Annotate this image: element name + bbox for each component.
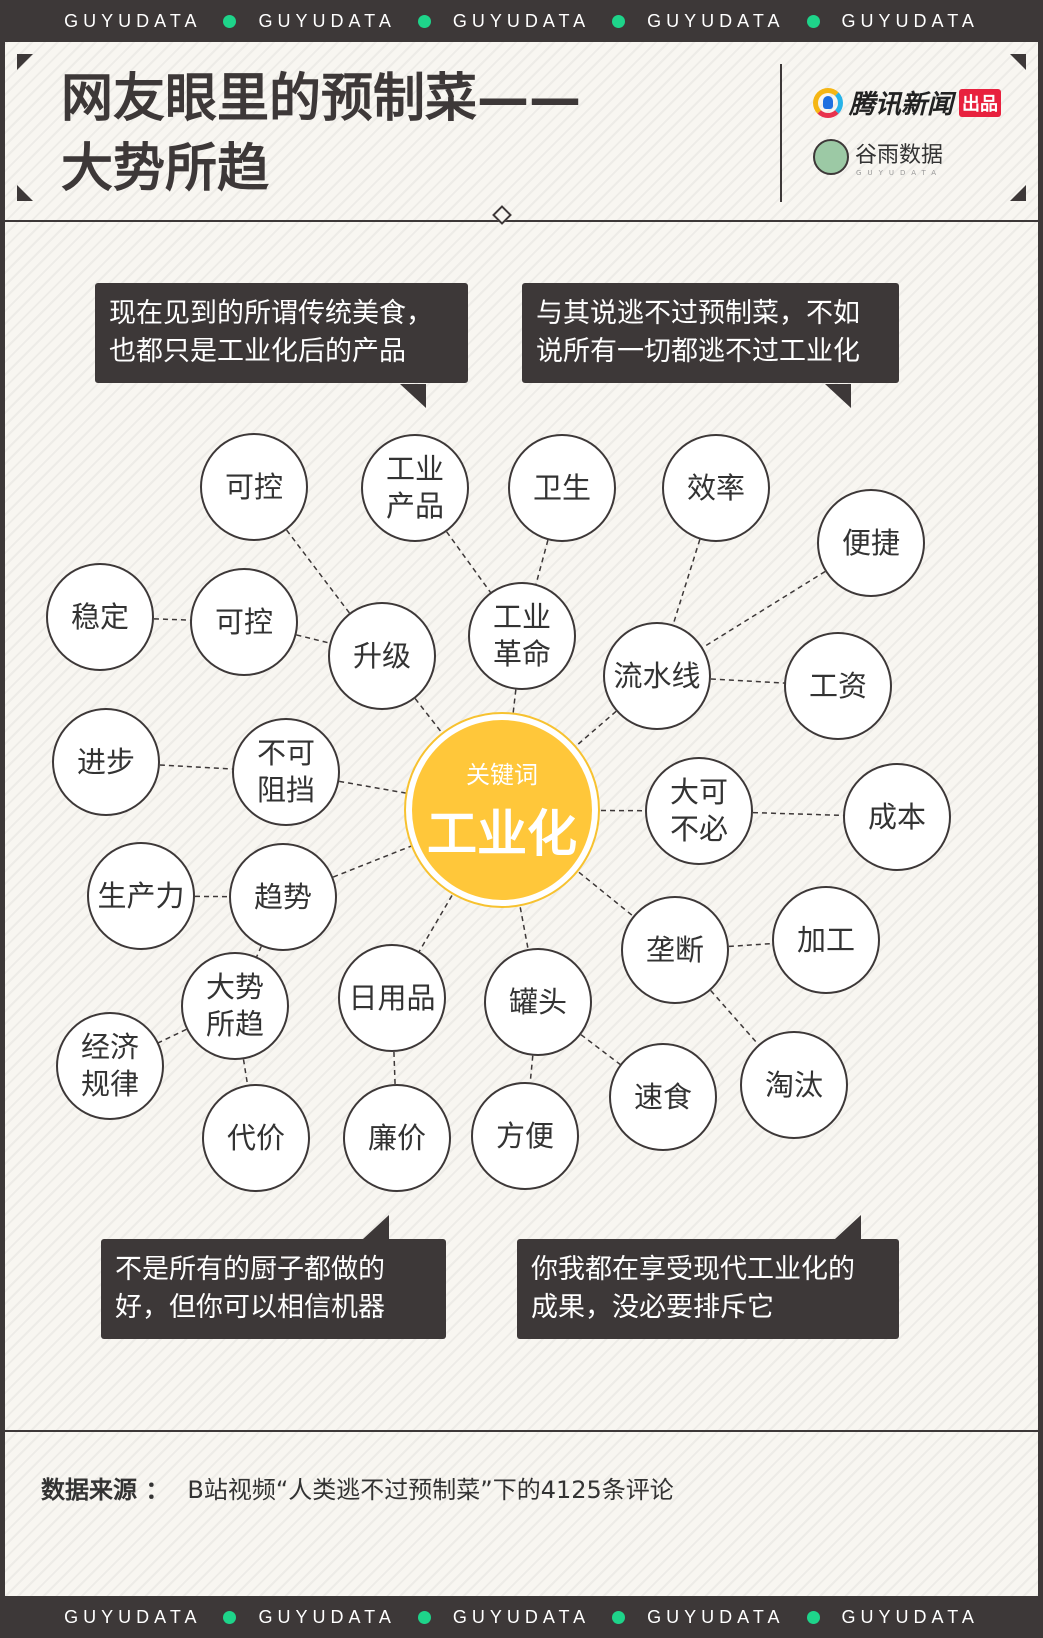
brand-text: GUYUDATA xyxy=(258,1606,396,1627)
brand-text: GUYUDATA xyxy=(452,10,591,31)
keyword-node: 速食 xyxy=(609,1043,717,1151)
dot-icon xyxy=(223,1610,237,1624)
tencent-logo-badge: 出品 xyxy=(959,88,1002,117)
header: 网友眼里的预制菜—— 大势所趋 腾讯新闻 出品 谷雨数据 GUYUDATA xyxy=(5,42,1038,222)
divider xyxy=(780,64,782,202)
keyword-node: 效率 xyxy=(662,434,770,542)
keyword-node: 可控 xyxy=(190,568,298,676)
dot-icon xyxy=(223,14,237,28)
dot-icon xyxy=(806,1610,820,1624)
corner-mark xyxy=(17,185,33,201)
keyword-node: 淘汰 xyxy=(740,1031,848,1139)
guyu-data-logo: 谷雨数据 GUYUDATA xyxy=(813,137,943,177)
quote-bubble: 不是所有的厨子都做的 好，但你可以相信机器 xyxy=(101,1239,446,1339)
keyword-node: 升级 xyxy=(328,602,436,710)
dot-icon xyxy=(417,1610,431,1624)
keyword-node: 廉价 xyxy=(343,1084,451,1192)
keyword-node: 成本 xyxy=(843,763,951,871)
brand-text: GUYUDATA xyxy=(64,10,202,31)
corner-mark xyxy=(1010,185,1026,201)
brand-text: GUYUDATA xyxy=(647,10,785,31)
brand-text: GUYUDATA xyxy=(452,1606,591,1627)
brand-text: GUYUDATA xyxy=(647,1606,785,1627)
infographic-panel: 网友眼里的预制菜—— 大势所趋 腾讯新闻 出品 谷雨数据 GUYUDATA 现在… xyxy=(5,42,1038,1596)
brand-bar-bottom: GUYUDATA GUYUDATA GUYUDATA GUYUDATA GUYUDATA xyxy=(0,1596,1043,1638)
quote-bubble: 你我都在享受现代工业化的 成果，没必要排斥它 xyxy=(517,1239,899,1339)
guyu-logo-text: 谷雨数据 xyxy=(855,143,944,168)
keyword-node: 便捷 xyxy=(817,489,925,597)
keyword-node: 流水线 xyxy=(603,622,711,730)
keyword-node: 工业 革命 xyxy=(468,582,576,690)
keyword-node: 日用品 xyxy=(338,944,446,1052)
center-keyword-node: 关键词 工业化 xyxy=(404,712,600,908)
keyword-node: 垄断 xyxy=(621,896,729,1004)
keyword-node: 工资 xyxy=(784,632,892,740)
keyword-node: 经济 规律 xyxy=(56,1012,164,1120)
source-text: B站视频“人类逃不过预制菜”下的4125条评论 xyxy=(187,1476,674,1504)
keyword-node: 工业 产品 xyxy=(361,434,469,542)
keyword-node: 代价 xyxy=(202,1084,310,1192)
keyword-node: 稳定 xyxy=(46,563,154,671)
keyword-node: 不可 阻挡 xyxy=(232,718,340,826)
dot-icon xyxy=(417,14,431,28)
connector-line xyxy=(501,675,658,811)
keyword-node: 可控 xyxy=(200,433,308,541)
data-source: 数据来源 ： B站视频“人类逃不过预制菜”下的4125条评论 xyxy=(41,1470,674,1505)
brand-text: GUYUDATA xyxy=(841,1606,979,1627)
brand-text: GUYUDATA xyxy=(258,10,396,31)
footer: 数据来源 ： B站视频“人类逃不过预制菜”下的4125条评论 xyxy=(5,1430,1038,1596)
corner-mark xyxy=(1010,54,1026,70)
brand-text: GUYUDATA xyxy=(841,10,979,31)
keyword-node: 进步 xyxy=(52,708,160,816)
source-label: 数据来源 ： xyxy=(41,1476,170,1504)
keyword-label: 关键词 xyxy=(466,760,538,789)
tencent-penguin-icon xyxy=(813,87,843,118)
bird-icon xyxy=(813,139,849,175)
keyword-node: 大势 所趋 xyxy=(181,952,289,1060)
dot-icon xyxy=(806,14,820,28)
tencent-news-logo: 腾讯新闻 出品 xyxy=(813,84,1002,121)
quote-bubble: 现在见到的所谓传统美食， 也都只是工业化后的产品 xyxy=(95,283,468,383)
keyword-node: 生产力 xyxy=(87,842,195,950)
keyword-node: 方便 xyxy=(471,1082,579,1190)
brand-text: GUYUDATA xyxy=(64,1606,202,1627)
brand-bar-top: GUYUDATA GUYUDATA GUYUDATA GUYUDATA GUYUDATA xyxy=(0,0,1043,42)
keyword-node: 卫生 xyxy=(508,434,616,542)
quote-bubble: 与其说逃不过预制菜，不如 说所有一切都逃不过工业化 xyxy=(522,283,899,383)
page-title: 网友眼里的预制菜—— 大势所趋 xyxy=(61,69,582,199)
keyword-node: 趋势 xyxy=(229,843,337,951)
dot-icon xyxy=(612,1610,626,1624)
keyword: 工业化 xyxy=(427,804,577,863)
dot-icon xyxy=(612,14,626,28)
keyword-node: 加工 xyxy=(772,886,880,994)
tencent-logo-text: 腾讯新闻 xyxy=(849,90,954,120)
keyword-node: 罐头 xyxy=(484,948,592,1056)
guyu-logo-sub: GUYUDATA xyxy=(856,169,942,177)
corner-mark xyxy=(17,54,33,70)
keyword-node: 大可 不必 xyxy=(645,757,753,865)
